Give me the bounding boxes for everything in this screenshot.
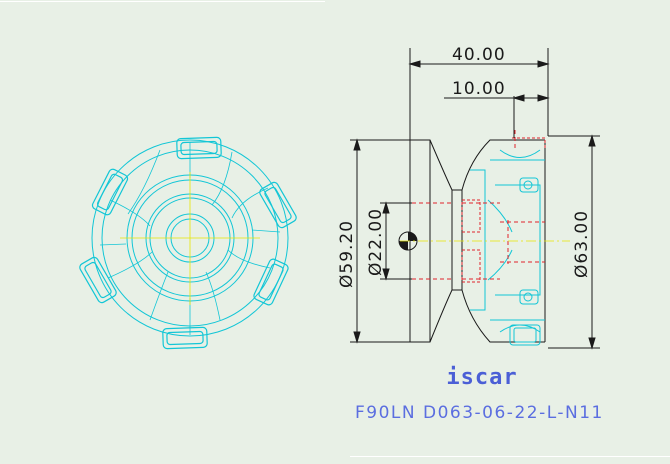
dim-overall-length: 40.00 <box>452 45 506 65</box>
dimension-lines <box>350 48 600 350</box>
brand-logo: iscar <box>446 365 518 390</box>
front-view-centerlines <box>120 172 260 305</box>
side-view <box>398 130 570 346</box>
border-bottom-rule <box>350 456 670 457</box>
insert-right-upper <box>259 181 297 229</box>
part-number-label: F90LN D063-06-22-L-N11 <box>355 403 604 423</box>
side-view-hidden-lines <box>412 130 546 283</box>
insert-left-lower <box>79 256 117 304</box>
dim-bore-diameter: Ø22.00 <box>366 208 386 276</box>
dim-body-diameter: Ø59.20 <box>337 220 357 288</box>
insert-right-lower <box>253 258 289 306</box>
insert-left-upper <box>91 168 129 216</box>
dim-cutter-diameter: Ø63.00 <box>572 210 592 278</box>
insert-bottom <box>162 326 208 350</box>
side-view-internal <box>470 149 545 346</box>
front-view-outer-ring <box>91 139 289 337</box>
dim-flange-length: 10.00 <box>452 79 506 99</box>
front-view-inserts <box>79 136 297 350</box>
side-view-center-mark <box>398 231 418 251</box>
insert-top <box>176 136 222 160</box>
front-view <box>79 136 297 350</box>
border-top-rule <box>0 1 325 2</box>
side-view-outline <box>409 139 546 343</box>
